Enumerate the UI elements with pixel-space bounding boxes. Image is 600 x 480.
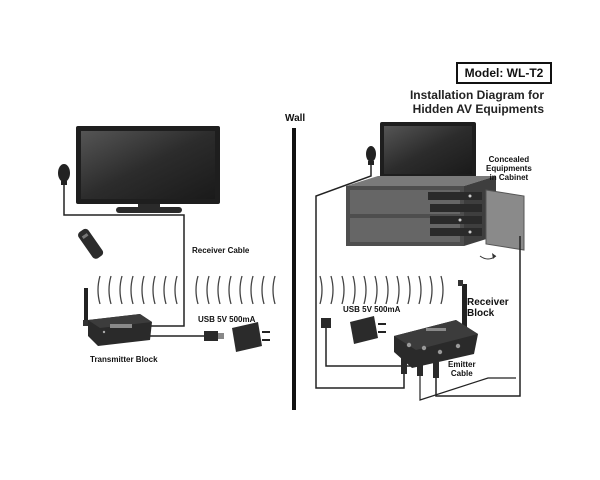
- emitter-cable: [435, 236, 521, 397]
- transmitter-block: [83, 288, 152, 346]
- diagram-title: Installation Diagram for Hidden AV Equip…: [410, 88, 544, 116]
- usb-label-right: USB 5V 500mA: [343, 305, 401, 314]
- ir-waves-left: [97, 275, 276, 305]
- concealed-line-1: Concealed: [488, 155, 530, 164]
- emitter-line-1: Emitter: [448, 360, 476, 369]
- emitter-cable-2: [419, 372, 516, 401]
- usb-adapter-right: [350, 316, 386, 344]
- ir-waves-right: [319, 275, 444, 305]
- usb-cable-right: [325, 328, 418, 367]
- receiver-cable-right: [315, 165, 405, 389]
- av-cabinet: [346, 176, 525, 260]
- model-box: Model: WL-T2: [456, 62, 552, 84]
- concealed-line-2: Equipments: [486, 164, 532, 173]
- usb-label-left: USB 5V 500mA: [198, 315, 256, 324]
- emitter-line-2: Cable: [450, 369, 473, 378]
- concealed-equipment-label: Concealed Equipments in Cabinet: [486, 155, 532, 182]
- receiver-cable-left: [63, 185, 185, 327]
- title-line-1: Installation Diagram for: [409, 88, 544, 102]
- receiver-plugs: [401, 358, 439, 378]
- usb-plug-right: [321, 318, 331, 328]
- emitter-cable-label: Emitter Cable: [448, 360, 476, 378]
- wall-label: Wall: [285, 113, 306, 124]
- usb-plug-left: [150, 331, 224, 341]
- transmitter-block-label: Transmitter Block: [90, 355, 158, 364]
- title-line-2: Hidden AV Equipments: [412, 102, 544, 116]
- receiver-block-line-1: Receiver: [467, 297, 509, 308]
- left-ir-receiver: [58, 164, 70, 185]
- model-label: Model: WL-T2: [464, 66, 544, 80]
- receiver-block-label: Receiver Block: [467, 297, 509, 319]
- right-ir-receiver: [366, 146, 376, 165]
- usb-adapter-left: [232, 322, 270, 352]
- receiver-block-line-2: Block: [467, 308, 495, 319]
- remote-control: [78, 228, 104, 259]
- left-tv: [76, 126, 220, 213]
- concealed-line-3: in Cabinet: [489, 173, 529, 182]
- receiver-block: [394, 280, 478, 368]
- receiver-cable-label: Receiver Cable: [192, 246, 250, 255]
- right-tv: [380, 122, 476, 186]
- wall: [292, 128, 296, 410]
